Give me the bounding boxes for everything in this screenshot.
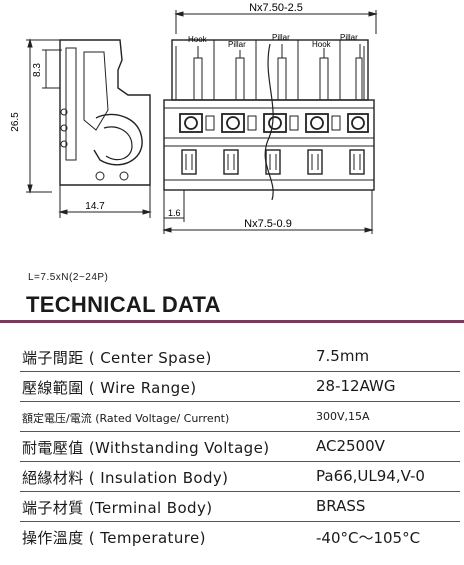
spec-row-temperature: 操作溫度 ( Temperature) -40°C～105°C: [20, 522, 460, 551]
height-dimension: 26.5: [10, 112, 21, 132]
spec-value: 28-12AWG: [316, 377, 396, 395]
spec-row-insulation-body: 絕緣材料 ( Insulation Body) Pa66,UL94,V-0: [20, 462, 460, 492]
spec-row-rated-voltage-current: 額定電压/電流 (Rated Voltage/ Current) 300V,15…: [20, 402, 460, 432]
spec-value: AC2500V: [316, 437, 385, 455]
front-view: [162, 10, 378, 234]
callout-pillar-3: Pillar: [340, 33, 358, 42]
length-formula: L=7.5xN(2~24P): [28, 272, 109, 283]
top-dimension: Nx7.50-2.5: [249, 2, 303, 14]
spec-row-wire-range: 壓線範圍 ( Wire Range) 28-12AWG: [20, 372, 460, 402]
section-divider: [0, 320, 464, 323]
spec-value: 7.5mm: [316, 347, 370, 365]
spec-row-center-spacing: 端子間距 ( Center Spase) 7.5mm: [20, 342, 460, 372]
section-title: TECHNICAL DATA: [26, 292, 221, 317]
spec-value: 300V,15A: [316, 410, 370, 423]
spec-value: Pa66,UL94,V-0: [316, 467, 425, 485]
offset-dimension: 1.6: [168, 208, 181, 218]
callout-pillar-1: Pillar: [228, 40, 246, 49]
upper-dimension: 8.3: [32, 63, 43, 77]
spec-label: 端子材質 (Terminal Body): [22, 499, 213, 517]
width-dimension: 14.7: [85, 201, 105, 212]
spec-label: 操作溫度 ( Temperature): [22, 529, 206, 547]
technical-drawing: 26.5 8.3 14.7: [10, 2, 378, 234]
spec-value: -40°C～105°C: [316, 529, 421, 547]
callout-pillar-2: Pillar: [272, 33, 290, 42]
callout-hook-1: Hook: [188, 35, 208, 44]
spec-label: 耐電壓值 (Withstanding Voltage): [22, 439, 270, 457]
side-view: [26, 38, 152, 218]
spec-label: 絕緣材料 ( Insulation Body): [22, 469, 229, 487]
spec-row-terminal-body: 端子材質 (Terminal Body) BRASS: [20, 492, 460, 522]
spec-table: 端子間距 ( Center Spase) 7.5mm 壓線範圍 ( Wire R…: [20, 342, 460, 551]
spec-label: 額定電压/電流 (Rated Voltage/ Current): [22, 412, 230, 425]
spec-row-withstanding-voltage: 耐電壓值 (Withstanding Voltage) AC2500V: [20, 432, 460, 462]
spec-label: 端子間距 ( Center Spase): [22, 349, 212, 367]
callout-hook-2: Hook: [312, 40, 332, 49]
spec-value: BRASS: [316, 497, 366, 515]
bottom-dimension: Nx7.5-0.9: [244, 218, 292, 230]
spec-label: 壓線範圍 ( Wire Range): [22, 379, 197, 397]
